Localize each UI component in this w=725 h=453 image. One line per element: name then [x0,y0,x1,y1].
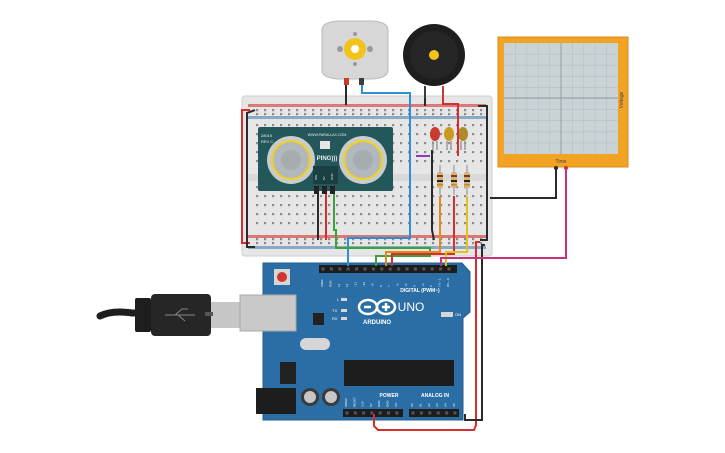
sensor-pin-5v: 5V [322,176,326,180]
led-rx-label: RX [332,316,338,321]
on-label: ON [455,312,461,317]
digital-header [319,265,457,273]
pin-label: 13 [337,283,341,287]
pin-label: ~5 [404,283,408,287]
pin-label: 7 [387,285,391,287]
wire-buzzer-red [442,98,459,156]
wire-gnd-left-black [246,109,256,248]
pin-label: A5 [452,403,456,407]
arduino-logo-icon [357,298,397,316]
digital-pin-labels: AREF GND 13 12 ~11 ~10 ~9 8 7 ~6 ~5 4 ~3 2 TX→1 RX←0 [320,267,451,288]
scope-y-label: Voltage [619,91,625,108]
pin-label: RX←0 [446,278,450,287]
analog-header [409,409,459,417]
pin-label: ~6 [396,283,400,287]
led-l-label: L [337,297,340,302]
piezo-buzzer [403,24,465,98]
resistor-2 [451,165,457,195]
led-amber [458,127,468,150]
power-label: POWER [380,393,399,399]
pin-label: ~10 [362,282,366,287]
analog-pin-labels: A0 A1 A2 A3 A4 A5 [410,403,457,415]
resistor-1 [437,165,443,195]
arduino-uno: AREF GND 13 12 ~11 ~10 ~9 8 7 ~6 ~5 4 ~3 2 TX→1 RX←0 DI… [239,262,471,421]
pin-label: ~11 [354,282,358,287]
reset-button [277,272,287,282]
wire-orange-pin [385,196,441,266]
usb-symbol-icon [165,308,195,322]
pin-label: A4 [444,403,448,407]
pin-label: 8 [379,285,383,287]
wire-scope-gnd [490,168,557,199]
pin-label: AREF [320,279,324,287]
pin-label: GND [386,400,390,408]
wire-scope-signal [440,168,567,266]
analog-label: ANALOG IN [421,393,449,399]
wire-led-cathode [431,150,435,241]
led-yellow [444,127,454,150]
sensor-brand: WWW.PARALLAX.COM [308,133,347,137]
arduino-model: UNO [398,300,425,314]
usb-cable [96,294,241,336]
digital-header-label: DIGITAL (PWM~) [400,288,440,294]
pin-label: 2 [429,285,433,287]
pin-label: A2 [427,403,431,407]
pin-label: RESET [352,397,356,407]
led-red [430,127,440,150]
sensor-name: PING))) [317,156,338,162]
oscilloscope: Time Voltage [497,36,629,170]
pin-label: A1 [418,403,422,407]
sensor-pin-gnd: GND [330,173,334,181]
pin-label: ~9 [370,283,374,287]
wire-5v-red [373,241,480,431]
arduino-brand: ARDUINO [363,320,391,326]
pin-label: Vin [394,402,398,407]
power-jack [256,388,296,414]
led-tx-label: TX [332,308,337,313]
wire-red-pin [391,196,455,266]
pin-label: GND [328,280,332,288]
wire-gnd-right-black [478,105,488,241]
pin-label: 5V [369,403,373,407]
pin-label: GND [377,400,381,408]
wire-sensor-sig [333,194,337,240]
wire-motor-blue [347,85,411,266]
pin-label: A0 [410,403,414,407]
pin-label: 3.3V [361,401,365,407]
resistor-3 [464,165,470,195]
wires [241,85,567,431]
pin-label: A3 [435,403,439,407]
sensor-revision: REV C [261,139,273,144]
wire-gnd-black [464,244,485,421]
pin-label: ~3 [421,283,425,287]
pin-label: 12 [345,283,349,287]
sensor-model: 28015 [261,133,273,138]
usb-port [239,294,297,332]
power-pin-labels: IOREF RESET 3.3V 5V GND GND Vin [344,397,399,415]
dc-motor [321,20,389,85]
microcontroller-chip [344,360,454,386]
pin-label: IOREF [344,398,348,407]
pin-label: TX→1 [438,278,442,287]
pin-label: 4 [412,285,416,287]
ultrasonic-sensor: WWW.PARALLAX.COM 28015 REV C PING))) SIG… [258,127,393,194]
sensor-pin-sig: SIG [314,174,318,180]
scope-x-label: Time [556,159,567,165]
